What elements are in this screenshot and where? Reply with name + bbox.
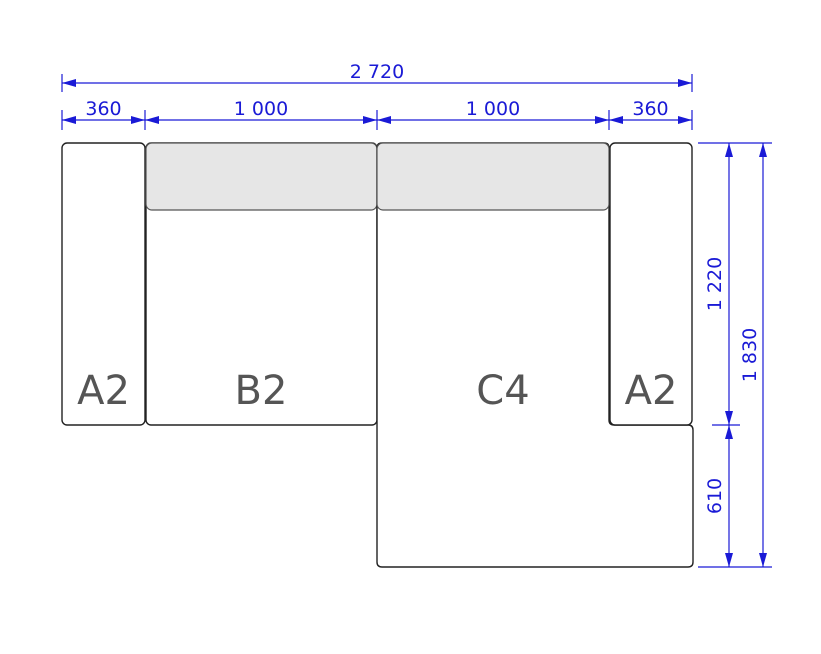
arrow-down-icon xyxy=(759,553,767,567)
arrow-right-icon xyxy=(131,116,145,124)
arrow-right-icon xyxy=(363,116,377,124)
arrow-left-icon xyxy=(62,116,76,124)
module-c4-label: C4 xyxy=(476,368,529,414)
arrow-left-icon xyxy=(609,116,623,124)
dimension-depth-segments: 1 220 610 xyxy=(698,142,740,568)
arrow-down-icon xyxy=(725,411,733,425)
module-a2-right-outline xyxy=(609,142,693,426)
arrow-down-icon xyxy=(725,553,733,567)
arrow-left-icon xyxy=(145,116,159,124)
dimension-overall-width-text: 2 720 xyxy=(350,61,404,83)
arrow-left-icon xyxy=(377,116,391,124)
module-a2-left-label: A2 xyxy=(77,368,130,414)
dimension-c4-width-text: 1 000 xyxy=(466,98,520,120)
module-b2: B2 xyxy=(145,142,378,426)
dimension-b2-width-text: 1 000 xyxy=(234,98,288,120)
module-b2-label: B2 xyxy=(235,368,288,414)
arrow-left-icon xyxy=(62,79,76,87)
module-a2-left: A2 xyxy=(61,142,146,426)
dimension-left-arm-text: 360 xyxy=(85,98,121,120)
arrow-right-icon xyxy=(678,116,692,124)
dimension-total-depth-text: 1 830 xyxy=(739,328,761,382)
module-b2-back-cushion xyxy=(145,142,378,211)
module-a2-left-outline xyxy=(61,142,146,426)
dimension-right-arm-text: 360 xyxy=(632,98,668,120)
module-a2-right: A2 xyxy=(609,142,693,426)
dimension-overall-width: 2 720 xyxy=(61,61,693,92)
dimension-lower-depth-text: 610 xyxy=(704,478,726,514)
dimension-total-depth: 1 830 xyxy=(739,142,772,568)
arrow-up-icon xyxy=(759,143,767,157)
dimension-row-segments: 360 1 000 1 000 360 xyxy=(61,98,693,130)
dimension-upper-depth-text: 1 220 xyxy=(704,257,726,311)
arrow-right-icon xyxy=(595,116,609,124)
module-c4: C4 xyxy=(376,142,694,568)
module-c4-back-cushion xyxy=(376,142,610,211)
arrow-up-icon xyxy=(725,425,733,439)
arrow-right-icon xyxy=(678,79,692,87)
arrow-up-icon xyxy=(725,143,733,157)
module-a2-right-label: A2 xyxy=(625,368,678,414)
